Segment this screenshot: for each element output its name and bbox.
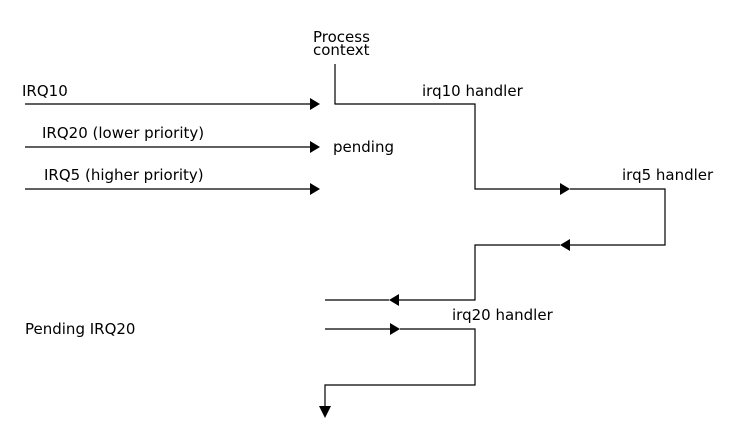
- irq5-arrow: [25, 183, 320, 195]
- return-to-irq10-path: [396, 244, 560, 301]
- irq5-handler-path: [566, 188, 666, 246]
- irq5-label: IRQ5 (higher priority): [44, 166, 204, 184]
- irq20-handler-path: [324, 328, 476, 408]
- pending-label: pending: [333, 138, 394, 156]
- irq10-label: IRQ10: [22, 82, 68, 100]
- irq20-arrow: [25, 141, 320, 153]
- irq10-arrow: [25, 98, 320, 110]
- irq10-return-arrowhead: [389, 294, 399, 306]
- process-context-label-line1: Process: [313, 28, 370, 46]
- irq20-label: IRQ20 (lower priority): [42, 124, 204, 142]
- pending-irq20-arrowhead: [390, 323, 400, 335]
- irq5-entry-arrowhead: [560, 183, 570, 195]
- irq5-handler-label: irq5 handler: [622, 166, 714, 184]
- irq5-return-arrowhead: [560, 239, 570, 251]
- irq10-handler-label: irq10 handler: [422, 82, 524, 100]
- return-to-process-arrowhead: [319, 406, 331, 418]
- pending-irq20-label: Pending IRQ20: [25, 320, 135, 338]
- irq20-handler-label: irq20 handler: [452, 306, 554, 324]
- process-to-irq10-path: [334, 64, 564, 190]
- process-context-label-line2: context: [313, 41, 370, 59]
